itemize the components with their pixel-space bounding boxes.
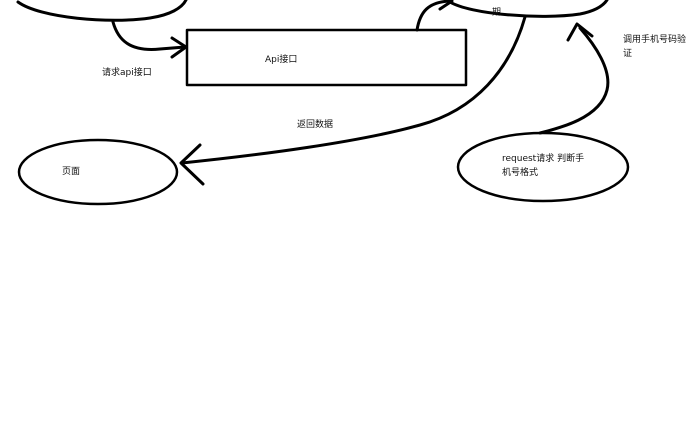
return-data-arrowhead [179, 143, 205, 186]
api-to-top-right-arrowhead [438, 0, 454, 11]
request-ellipse-label: request请求 判断手机号格式 [502, 154, 585, 178]
request-api-label: 请求api接口 [102, 68, 152, 78]
request-api-arrowhead [170, 36, 188, 59]
request-api-arrow [111, 20, 187, 51]
api-box-label: Api接口 [265, 55, 298, 65]
api-to-top-right-arrow [415, 0, 452, 32]
top-left-ellipse [16, 0, 188, 22]
call-verify-arrow [538, 26, 610, 135]
page-ellipse [17, 138, 179, 206]
call-phone-verify-label: 调用手机号码验证 [623, 35, 687, 59]
top-right-partial-label: 期 [492, 8, 502, 18]
return-data-label: 返回数据 [297, 120, 334, 130]
return-data-arrow [180, 15, 527, 165]
page-label: 页面 [62, 167, 81, 177]
call-verify-arrowhead [566, 22, 594, 42]
top-right-ellipse [448, 0, 609, 18]
api-box [185, 28, 468, 87]
